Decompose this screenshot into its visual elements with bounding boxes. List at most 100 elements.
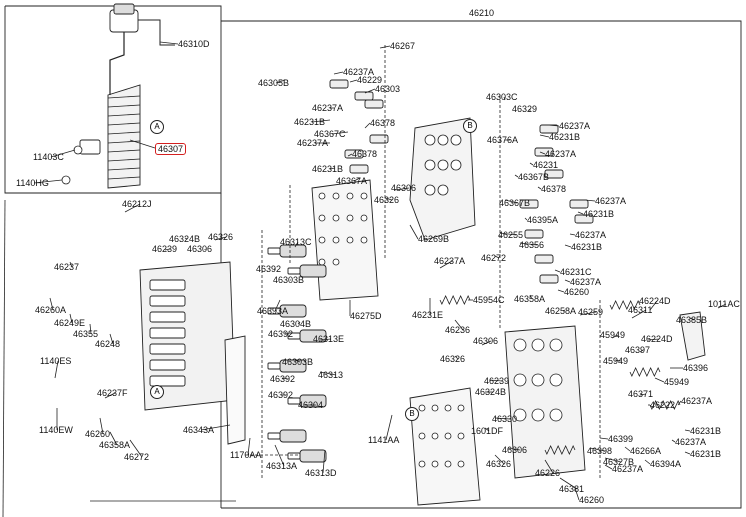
- part-label-11403C[interactable]: 11403C: [33, 152, 64, 162]
- part-label-46305B[interactable]: 46305B: [258, 78, 290, 88]
- part-label-1011AC[interactable]: 1011AC: [708, 299, 740, 309]
- part-label-46255[interactable]: 46255: [498, 230, 524, 240]
- part-label-46313A[interactable]: 46313A: [266, 461, 298, 471]
- part-label-46313C[interactable]: 46313C: [280, 237, 312, 247]
- part-label-46327B[interactable]: 46327B: [603, 457, 635, 467]
- part-label-1601DF[interactable]: 1601DF: [471, 426, 504, 436]
- part-label-45954C[interactable]: 45954C: [473, 295, 505, 305]
- part-label-46231B[interactable]: 46231B: [312, 164, 344, 174]
- part-label-46237A[interactable]: 46237A: [681, 396, 713, 406]
- part-label-46231C[interactable]: 46231C: [560, 267, 592, 277]
- part-label-46396[interactable]: 46396: [683, 363, 709, 373]
- part-label-46306[interactable]: 46306: [502, 445, 528, 455]
- part-label-46237A[interactable]: 46237A: [612, 464, 644, 474]
- part-label-46303[interactable]: 46303: [375, 84, 401, 94]
- part-label-46326[interactable]: 46326: [374, 195, 400, 205]
- part-label-46378[interactable]: 46378: [352, 149, 378, 159]
- part-label-46306[interactable]: 46306: [391, 183, 417, 193]
- part-label-46392[interactable]: 46392: [268, 390, 294, 400]
- part-label-1141AA[interactable]: 1141AA: [368, 435, 400, 445]
- part-label-46395A[interactable]: 46395A: [527, 215, 559, 225]
- part-label-46259[interactable]: 46259: [578, 307, 604, 317]
- part-label-46356[interactable]: 46356: [519, 240, 545, 250]
- part-label-46381[interactable]: 46381: [559, 484, 585, 494]
- part-label-46394A[interactable]: 46394A: [650, 459, 682, 469]
- part-label-46258A[interactable]: 46258A: [545, 306, 577, 316]
- part-label-46326[interactable]: 46326: [486, 459, 512, 469]
- part-label-46355[interactable]: 46355: [73, 329, 99, 339]
- part-label-46385B[interactable]: 46385B: [676, 315, 708, 325]
- part-label-46310D[interactable]: 46310D: [178, 39, 210, 49]
- part-label-46249E[interactable]: 46249E: [54, 318, 86, 328]
- part-label-46306[interactable]: 46306: [187, 244, 213, 254]
- part-label-46326[interactable]: 46326: [440, 354, 466, 364]
- part-label-1140HG[interactable]: 1140HG: [16, 178, 49, 188]
- part-label-46231B[interactable]: 46231B: [294, 117, 326, 127]
- part-label-46367C[interactable]: 46367C: [314, 129, 346, 139]
- part-label-46313[interactable]: 46313: [318, 370, 344, 380]
- part-label-46378[interactable]: 46378: [370, 118, 396, 128]
- part-label-46224D[interactable]: 46224D: [641, 334, 673, 344]
- part-label-1170AA[interactable]: 1170AA: [230, 450, 262, 460]
- part-label-46392[interactable]: 46392: [256, 264, 282, 274]
- part-label-46237A[interactable]: 46237A: [545, 149, 577, 159]
- part-label-46275D[interactable]: 46275D: [350, 311, 382, 321]
- part-label-46237A[interactable]: 46237A: [570, 277, 602, 287]
- part-label-46303C[interactable]: 46303C: [486, 92, 518, 102]
- part-label-46222[interactable]: 46222: [650, 400, 676, 410]
- part-label-46398[interactable]: 46398: [587, 446, 613, 456]
- part-label-46237A[interactable]: 46237A: [297, 138, 329, 148]
- part-label-46231B[interactable]: 46231B: [571, 242, 603, 252]
- part-label-46260A[interactable]: 46260A: [35, 305, 67, 315]
- part-label-46260[interactable]: 46260: [579, 495, 605, 505]
- part-label-46236[interactable]: 46236: [445, 325, 471, 335]
- part-label-46376A[interactable]: 46376A: [487, 135, 519, 145]
- part-label-46237F[interactable]: 46237F: [97, 388, 128, 398]
- part-label-46358A[interactable]: 46358A: [99, 440, 131, 450]
- part-label-46399[interactable]: 46399: [608, 434, 634, 444]
- part-label-46303B[interactable]: 46303B: [273, 275, 305, 285]
- part-label-46237A[interactable]: 46237A: [559, 121, 591, 131]
- part-label-46343A[interactable]: 46343A: [183, 425, 215, 435]
- part-label-46237A[interactable]: 46237A: [434, 256, 466, 266]
- part-label-45949[interactable]: 45949: [603, 356, 629, 366]
- part-label-46393A[interactable]: 46393A: [257, 306, 289, 316]
- part-label-46229[interactable]: 46229: [357, 75, 383, 85]
- part-label-46392[interactable]: 46392: [270, 374, 296, 384]
- part-label-46324B[interactable]: 46324B: [169, 234, 201, 244]
- part-label-46237A[interactable]: 46237A: [675, 437, 707, 447]
- part-label-46272[interactable]: 46272: [124, 452, 150, 462]
- part-label-46367B[interactable]: 46367B: [518, 172, 550, 182]
- part-label-46330[interactable]: 46330: [492, 414, 518, 424]
- part-label-46272[interactable]: 46272: [481, 253, 507, 263]
- part-label-46210[interactable]: 46210: [469, 8, 495, 18]
- part-label-46269B[interactable]: 46269B: [418, 234, 450, 244]
- part-label-46237[interactable]: 46237: [54, 262, 80, 272]
- part-label-46306[interactable]: 46306: [473, 336, 499, 346]
- part-label-46231E[interactable]: 46231E: [412, 310, 444, 320]
- part-label-46231B[interactable]: 46231B: [690, 449, 722, 459]
- part-label-46313D[interactable]: 46313D: [305, 468, 337, 478]
- part-label-46397[interactable]: 46397: [625, 345, 651, 355]
- part-label-1140EW[interactable]: 1140EW: [39, 425, 73, 435]
- part-label-46304[interactable]: 46304: [298, 400, 324, 410]
- part-label-45949[interactable]: 45949: [664, 377, 690, 387]
- part-label-46392[interactable]: 46392: [268, 329, 294, 339]
- part-label-46231B[interactable]: 46231B: [583, 209, 615, 219]
- part-label-1140ES[interactable]: 1140ES: [40, 356, 72, 366]
- part-label-46237A[interactable]: 46237A: [575, 230, 607, 240]
- part-label-46267[interactable]: 46267: [390, 41, 416, 51]
- part-label-46260[interactable]: 46260: [85, 429, 111, 439]
- part-label-46304B[interactable]: 46304B: [280, 319, 312, 329]
- part-label-45949[interactable]: 45949: [600, 330, 626, 340]
- part-label-46329[interactable]: 46329: [512, 104, 538, 114]
- part-label-46260[interactable]: 46260: [564, 287, 590, 297]
- part-label-46237A[interactable]: 46237A: [595, 196, 627, 206]
- part-label-46212J[interactable]: 46212J: [122, 199, 152, 209]
- part-label-46237A[interactable]: 46237A: [312, 103, 344, 113]
- part-label-46239[interactable]: 46239: [152, 244, 178, 254]
- part-label-46307[interactable]: 46307: [155, 143, 187, 155]
- part-label-46303B[interactable]: 46303B: [282, 357, 314, 367]
- part-label-46248[interactable]: 46248: [95, 339, 121, 349]
- part-label-46239[interactable]: 46239: [484, 376, 510, 386]
